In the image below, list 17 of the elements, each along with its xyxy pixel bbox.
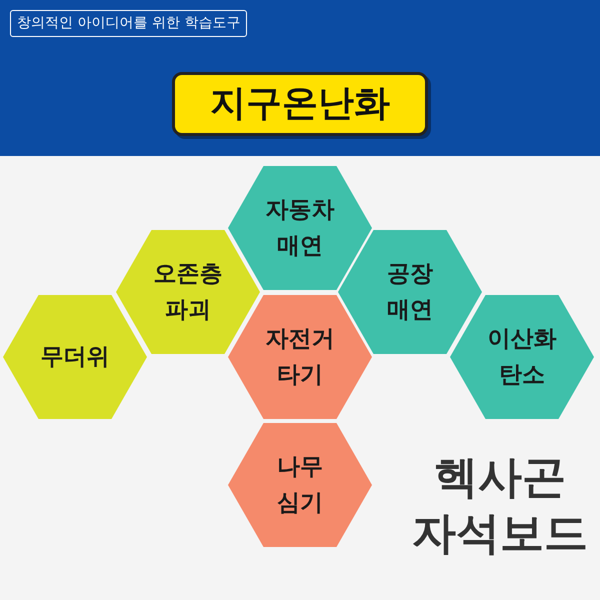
product-caption: 헥사곤 자석보드 [411,451,589,561]
hexagon-label: 이산화 탄소 [486,325,558,390]
title-banner: 지구온난화 [172,72,428,136]
hexagon-tile [227,294,373,420]
hexagon-label: 무더위 [40,343,110,372]
hexagon-label: 오존층 파괴 [152,260,224,325]
subtitle-tag: 창의적인 아이디어를 위한 학습도구 [10,10,248,37]
hexagon-label: 자전거 타기 [264,325,336,390]
hexagon-tile [115,229,261,355]
hexagon-label: 나무 심기 [276,453,324,518]
hexagon-tile [227,165,373,291]
hexagon-tile [2,294,148,420]
hexagon-label: 공장 매연 [386,260,434,325]
hexagon-tile [227,422,373,548]
hexagon-tile [449,294,595,420]
hexagon-label: 자동차 매연 [264,196,336,261]
hexagon-tile [337,229,483,355]
